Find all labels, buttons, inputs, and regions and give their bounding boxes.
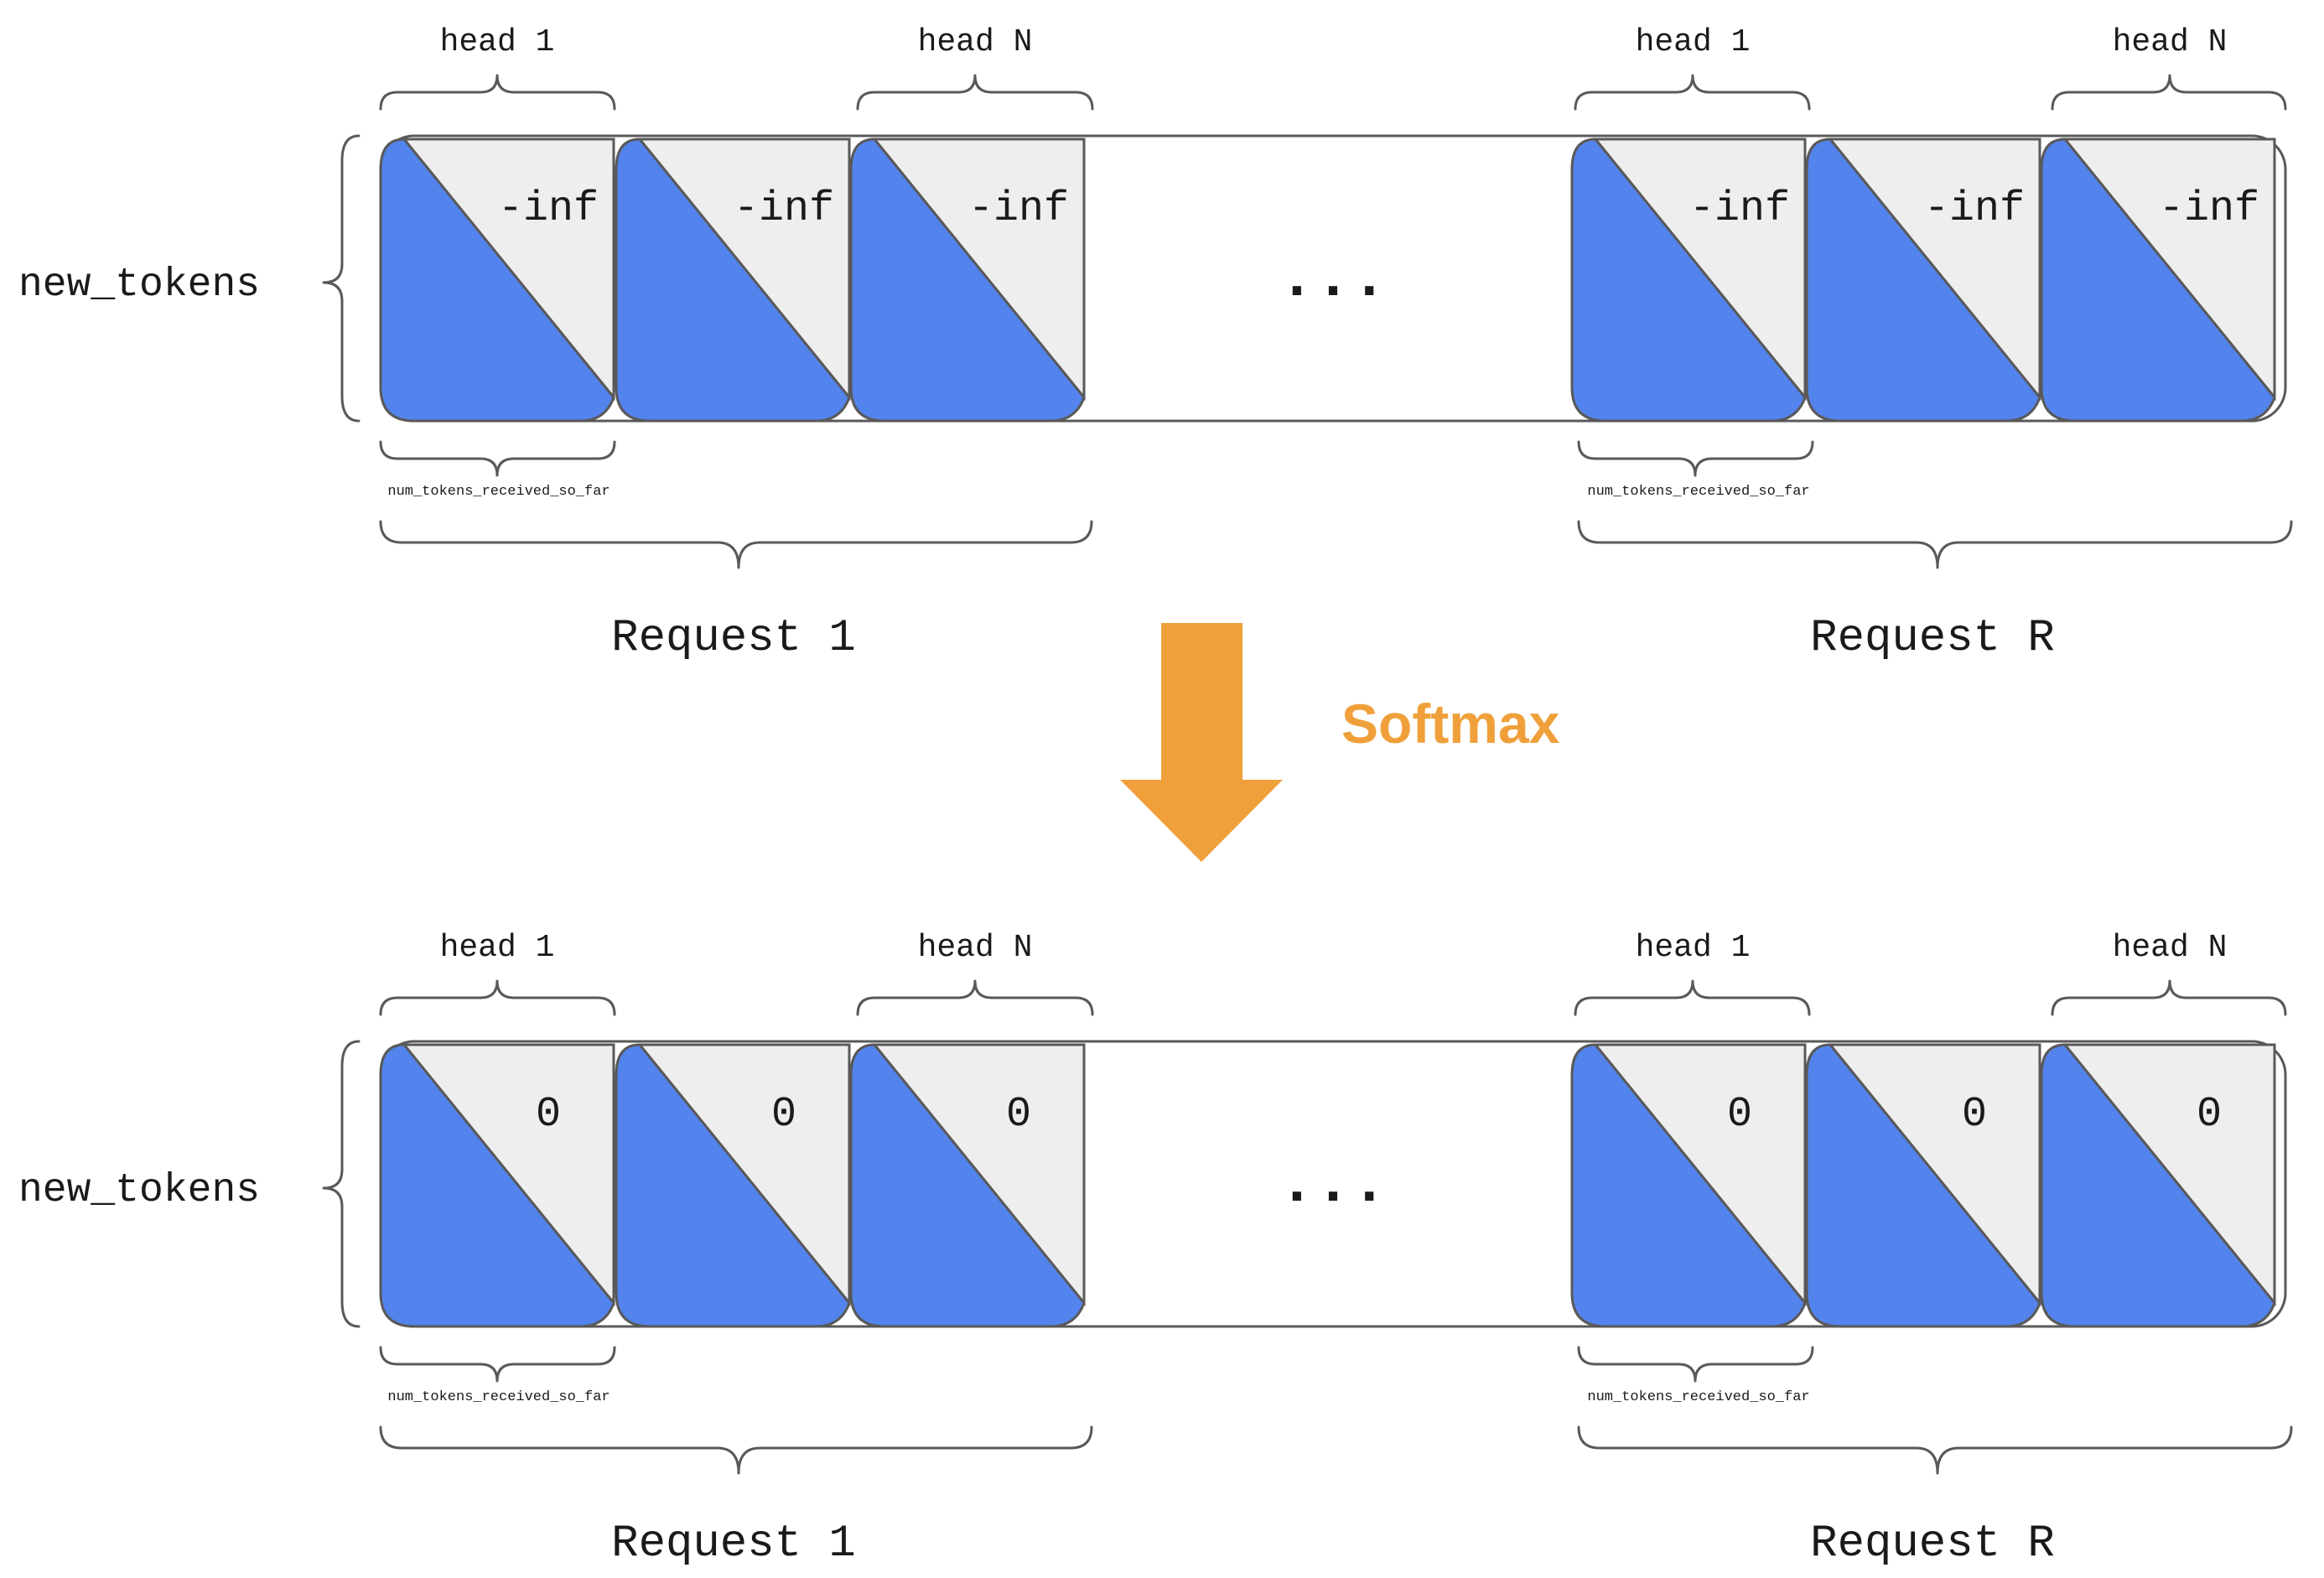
sub-brace-label: num_tokens_received_so_far	[1587, 484, 1809, 500]
head-score-block: -inf	[849, 138, 1086, 423]
sub-brace	[379, 440, 616, 477]
head-label-first: head 1	[440, 24, 555, 60]
mask-value-label: -inf	[968, 185, 1069, 233]
head-score-block: -inf	[379, 138, 615, 423]
lower-triangle-scores	[849, 1043, 1086, 1328]
lower-triangle-scores	[1570, 1043, 1807, 1328]
request-brace	[1577, 520, 2293, 569]
head-brace	[856, 74, 1094, 111]
request-brace	[1577, 1425, 2293, 1475]
head-score-block: 0	[379, 1043, 615, 1328]
head-brace	[379, 74, 616, 111]
lower-triangle-scores	[615, 1043, 851, 1328]
head-brace	[379, 979, 616, 1016]
mask-value-label: 0	[536, 1091, 561, 1139]
request-label: Request R	[1810, 613, 2055, 664]
lower-triangle-scores	[849, 138, 1086, 423]
head-score-block: 0	[1805, 1043, 2041, 1328]
head-label-last: head N	[2113, 24, 2228, 60]
mask-value-label: -inf	[498, 185, 599, 233]
lower-triangle-scores	[2040, 138, 2276, 423]
request-brace	[379, 1425, 1093, 1475]
lower-triangle-scores	[615, 138, 851, 423]
head-score-block: 0	[1570, 1043, 1807, 1328]
head-score-block: 0	[849, 1043, 1086, 1328]
request-label: Request R	[1810, 1518, 2055, 1570]
head-score-block: -inf	[615, 138, 851, 423]
lower-triangle-scores	[1570, 138, 1807, 423]
mask-value-label: -inf	[1924, 185, 2025, 233]
sub-brace	[1577, 1346, 1814, 1383]
sub-brace-label: num_tokens_received_so_far	[387, 484, 610, 500]
head-label-last: head N	[918, 24, 1033, 60]
softmax-label: Softmax	[1341, 693, 1560, 755]
head-label-last: head N	[918, 930, 1033, 966]
head-brace	[856, 979, 1094, 1016]
sub-brace	[379, 1346, 616, 1383]
request-brace	[379, 520, 1093, 569]
mask-value-label: 0	[771, 1091, 796, 1139]
softmax-arrow	[1120, 623, 1283, 862]
ellipsis: ...	[1279, 245, 1388, 314]
row-label-new-tokens: new_tokens	[18, 262, 260, 308]
lower-triangle-scores	[1805, 1043, 2041, 1328]
row-brace	[322, 1040, 361, 1328]
mask-value-label: 0	[1962, 1091, 1987, 1139]
sub-brace-label: num_tokens_received_so_far	[1587, 1389, 1809, 1405]
head-label-first: head 1	[1636, 930, 1751, 966]
mask-value-label: -inf	[1689, 185, 1790, 233]
mask-value-label: -inf	[2159, 185, 2259, 233]
row-label-new-tokens: new_tokens	[18, 1168, 260, 1213]
lower-triangle-scores	[379, 138, 615, 423]
request-label: Request 1	[611, 1518, 856, 1570]
head-label-first: head 1	[440, 930, 555, 966]
lower-triangle-scores	[1805, 138, 2041, 423]
head-label-first: head 1	[1636, 24, 1751, 60]
masked-scores-panel: new_tokens -inf-inf-inf-inf-inf-inf ... …	[18, 24, 2293, 664]
head-brace	[2051, 74, 2287, 111]
lower-triangle-scores	[379, 1043, 615, 1328]
softmax-scores-panel: new_tokens 0 0 0 0 0 0 ... head 1 head N head…	[18, 930, 2293, 1570]
sub-brace	[1577, 440, 1814, 477]
head-label-last: head N	[2113, 930, 2228, 966]
ellipsis: ...	[1279, 1150, 1388, 1219]
mask-value-label: 0	[1006, 1091, 1031, 1139]
row-brace	[322, 134, 361, 423]
mask-value-label: 0	[1727, 1091, 1752, 1139]
head-brace	[2051, 979, 2287, 1016]
lower-triangle-scores	[2040, 1043, 2276, 1328]
head-brace	[1574, 74, 1811, 111]
head-score-block: 0	[2040, 1043, 2276, 1328]
mask-value-label: -inf	[734, 185, 834, 233]
head-score-block: -inf	[1570, 138, 1807, 423]
head-score-block: -inf	[2040, 138, 2276, 423]
sub-brace-label: num_tokens_received_so_far	[387, 1389, 610, 1405]
mask-value-label: 0	[2197, 1091, 2222, 1139]
request-label: Request 1	[611, 613, 856, 664]
head-brace	[1574, 979, 1811, 1016]
head-score-block: -inf	[1805, 138, 2041, 423]
head-score-block: 0	[615, 1043, 851, 1328]
